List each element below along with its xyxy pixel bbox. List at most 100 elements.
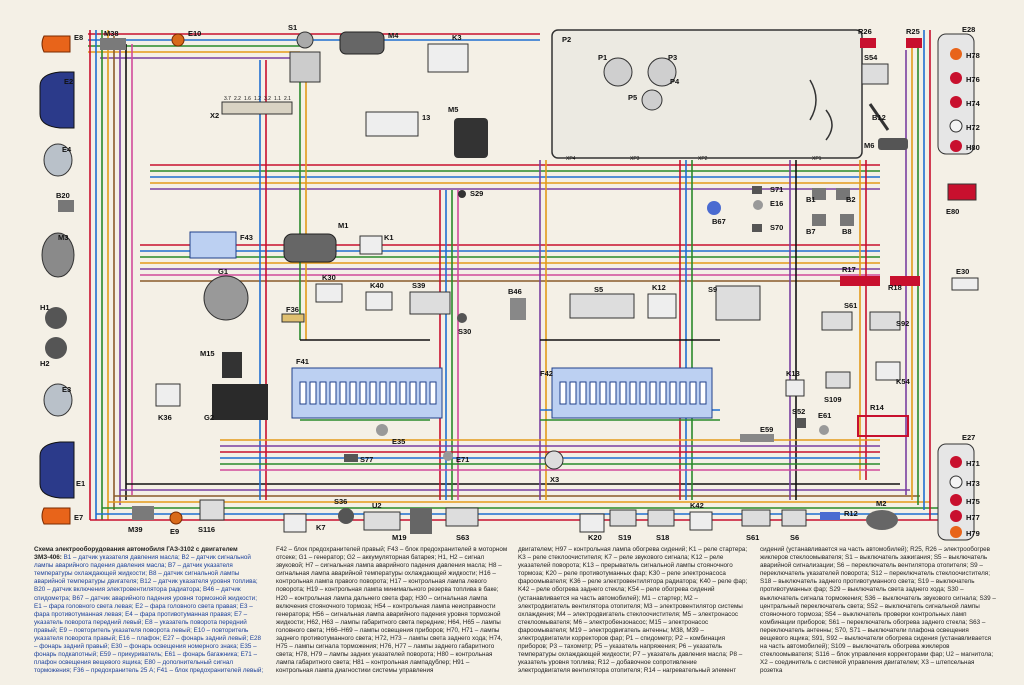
label-x2: X2 bbox=[210, 111, 219, 120]
label-h79: H79 bbox=[966, 529, 980, 538]
s18-switch bbox=[647, 509, 675, 527]
label-e71: E71 bbox=[456, 455, 469, 464]
e61-lamp bbox=[819, 425, 829, 435]
label-s5: S5 bbox=[594, 285, 603, 294]
label-p3: P3 bbox=[668, 53, 677, 62]
label-x3: X3 bbox=[550, 475, 559, 484]
label-s6: S6 bbox=[790, 533, 799, 542]
label-f42: F42 bbox=[540, 369, 553, 378]
p6-gauge bbox=[809, 79, 817, 121]
label-b8: B8 bbox=[842, 227, 852, 236]
components: E8 M38 E10 E2 E4 B20 M3 H1 H2 E3 E1 E7 X bbox=[39, 23, 981, 542]
m4-wiper-motor bbox=[339, 31, 385, 55]
s6-switch bbox=[781, 509, 807, 527]
k12-relay bbox=[647, 293, 677, 319]
label-k1: K1 bbox=[384, 233, 394, 242]
label-r12: R12 bbox=[844, 509, 858, 518]
label-r25: R25 bbox=[906, 27, 920, 36]
label-h75: H75 bbox=[966, 497, 980, 506]
e80-brake-light bbox=[947, 183, 977, 201]
r18-heater bbox=[890, 276, 920, 286]
label-e8: E8 bbox=[74, 33, 83, 42]
p1-speedometer-dial bbox=[603, 57, 633, 87]
e4-fog-lamp bbox=[43, 143, 73, 177]
s39-light-switch bbox=[409, 291, 451, 315]
label-s29: S29 bbox=[470, 189, 483, 198]
label-h76: H76 bbox=[966, 75, 980, 84]
label-r26: R26 bbox=[858, 27, 872, 36]
label-h78: H78 bbox=[966, 51, 980, 60]
p2-instrument-cluster bbox=[551, 29, 863, 159]
legend: Схема электрооборудования автомобиля ГАЗ… bbox=[34, 546, 996, 676]
label-b12: B12 bbox=[872, 113, 886, 122]
s36-horn-switch bbox=[338, 508, 354, 524]
x2-value: 1.1 bbox=[274, 96, 281, 102]
label-e30: E30 bbox=[956, 267, 969, 276]
e16-lamp bbox=[753, 200, 763, 210]
label-e27: E27 bbox=[962, 433, 975, 442]
s77-switch bbox=[344, 454, 358, 462]
label-s109: S109 bbox=[824, 395, 842, 404]
s54-switch bbox=[861, 63, 889, 85]
k13-relay bbox=[785, 379, 805, 397]
legend-text-3: двигателем; H97 – контрольная лампа обог… bbox=[518, 546, 748, 676]
label-r18: R18 bbox=[888, 283, 902, 292]
h80-lamp bbox=[950, 140, 962, 152]
label-s9: S9 bbox=[708, 285, 717, 294]
block-13 bbox=[365, 111, 419, 137]
b67-sensor bbox=[707, 201, 721, 215]
b1-sensor bbox=[812, 188, 826, 200]
label-s63: S63 bbox=[456, 533, 469, 542]
label-r14: R14 bbox=[870, 403, 885, 412]
f36-fuse bbox=[281, 313, 305, 323]
b12-sensor bbox=[868, 103, 890, 131]
r25-heater bbox=[906, 38, 922, 48]
label-b20: B20 bbox=[56, 191, 70, 200]
label-k36: K36 bbox=[158, 413, 172, 422]
m39-motor bbox=[132, 506, 154, 520]
label-m19: M19 bbox=[392, 533, 407, 542]
k36-relay bbox=[155, 383, 181, 407]
label-s70: S70 bbox=[770, 223, 783, 232]
label-h74: H74 bbox=[966, 99, 981, 108]
r14-rear-heater bbox=[857, 415, 909, 437]
label-g2: G2 bbox=[204, 413, 214, 422]
m38-motor bbox=[100, 38, 126, 50]
label-s18: S18 bbox=[656, 533, 669, 542]
s5-hazard-switch bbox=[569, 293, 635, 319]
h75-lamp bbox=[950, 494, 962, 506]
label-k42: K42 bbox=[690, 501, 704, 510]
label-k20: K20 bbox=[588, 533, 602, 542]
label-e3: E3 bbox=[62, 385, 71, 394]
label-s39: S39 bbox=[412, 281, 425, 290]
label-m2: M2 bbox=[876, 499, 886, 508]
label-b67: B67 bbox=[712, 217, 726, 226]
k42-relay bbox=[689, 511, 713, 531]
label-u2: U2 bbox=[372, 501, 382, 510]
k20-relay bbox=[579, 513, 605, 533]
h79-lamp bbox=[950, 526, 962, 538]
p3-tachometer-dial bbox=[647, 57, 677, 87]
e9-lamp bbox=[169, 511, 183, 525]
legend-title: Схема электрооборудования автомобиля ГАЗ… bbox=[34, 546, 238, 562]
x2-value: 3.2 bbox=[264, 96, 271, 102]
f43-fuse-block bbox=[189, 231, 237, 259]
m1-starter bbox=[283, 233, 337, 263]
connector-xp4: XP4 bbox=[566, 156, 576, 162]
label-h1: H1 bbox=[40, 303, 50, 312]
label-s116: S116 bbox=[198, 525, 215, 534]
s116-unit bbox=[199, 499, 225, 521]
label-e4: E4 bbox=[62, 145, 72, 154]
s109-switch bbox=[825, 371, 851, 389]
label-13: 13 bbox=[422, 113, 430, 122]
g1-generator bbox=[203, 275, 249, 321]
s1-ignition-key-icon bbox=[296, 31, 314, 49]
label-p2: P2 bbox=[562, 35, 571, 44]
label-s61b: S61 bbox=[746, 533, 759, 542]
m15-pump bbox=[222, 352, 242, 378]
label-m15: M15 bbox=[200, 349, 215, 358]
label-e28: E28 bbox=[962, 25, 975, 34]
h76-lamp bbox=[950, 72, 962, 84]
